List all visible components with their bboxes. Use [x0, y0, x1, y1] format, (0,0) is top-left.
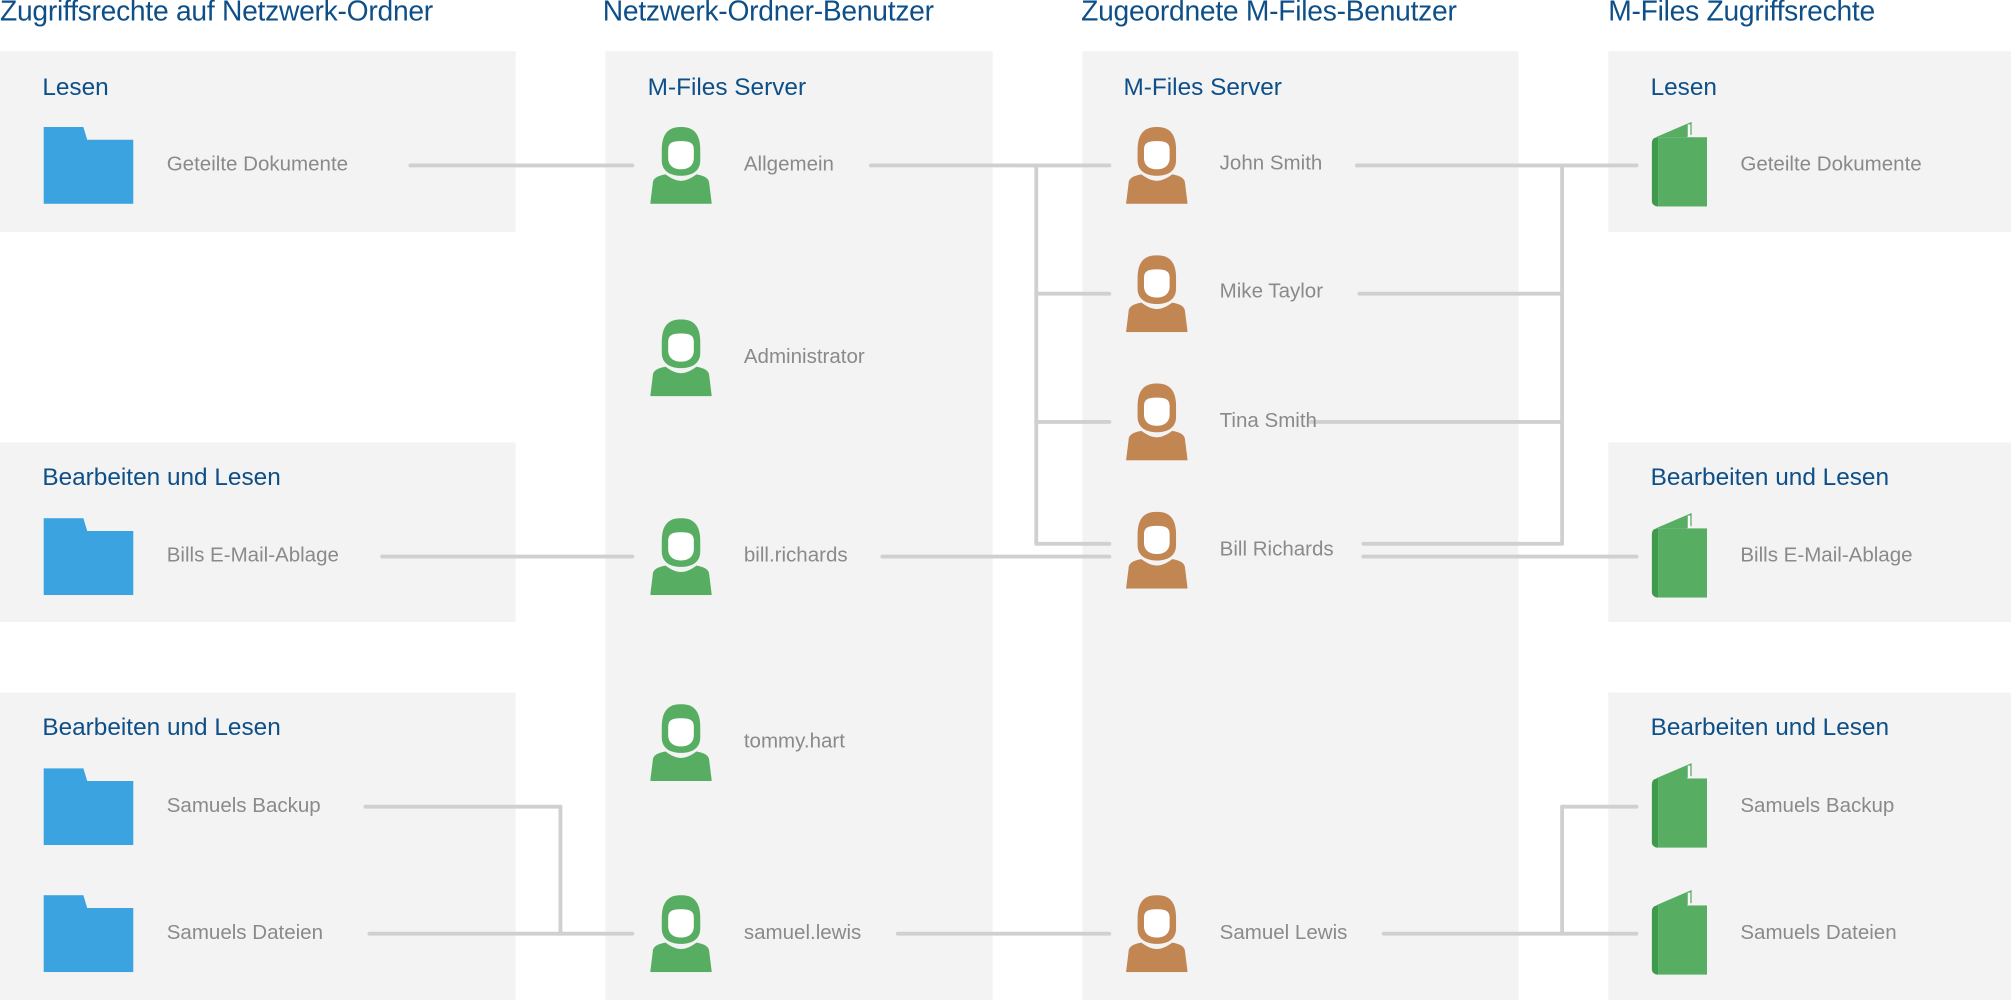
item-label[interactable]: Bill Richards	[1219, 538, 1334, 561]
user-icon	[650, 895, 712, 973]
server-title: M-Files Server	[647, 74, 807, 102]
folder-icon	[43, 768, 134, 846]
user-icon	[650, 319, 712, 397]
item-label[interactable]: samuel.lewis	[743, 922, 862, 944]
group-title: Bearbeiten und Lesen	[42, 714, 281, 742]
user-icon	[650, 704, 712, 782]
group-title: Lesen	[1650, 74, 1717, 102]
folder-icon	[43, 518, 134, 596]
group-title: Bearbeiten und Lesen	[1650, 464, 1890, 492]
item-label[interactable]: Administrator	[743, 346, 865, 369]
user-icon	[1126, 383, 1188, 461]
item-label[interactable]: Geteilte Dokumente	[1740, 153, 1922, 176]
folder-icon	[43, 126, 134, 204]
user-icon	[650, 704, 712, 782]
item-label[interactable]: Geteilte Dokumente	[166, 153, 349, 176]
column-header: Zugeordnete M-Files-Benutzer	[1081, 0, 1457, 27]
folder-icon	[43, 518, 134, 596]
column-header: Netzwerk-Ordner-Benutzer	[602, 0, 934, 27]
user-icon	[650, 518, 712, 596]
server-title: M-Files Server	[1123, 74, 1282, 102]
item-label[interactable]: Samuels Dateien	[166, 922, 323, 944]
book-icon	[1651, 513, 1708, 598]
folder-icon	[43, 126, 134, 204]
user-icon	[1126, 383, 1188, 461]
group-title: Bearbeiten und Lesen	[1650, 714, 1890, 742]
folder-icon	[43, 895, 134, 973]
book-icon	[1651, 890, 1708, 975]
book-icon	[1651, 763, 1708, 848]
book-icon	[1651, 121, 1708, 207]
user-icon	[650, 319, 712, 397]
group-title: Bearbeiten und Lesen	[42, 464, 281, 492]
user-icon	[1126, 255, 1188, 333]
user-icon	[1126, 126, 1188, 204]
book-icon	[1651, 513, 1708, 598]
item-label[interactable]: Bills E-Mail-Ablage	[1740, 545, 1913, 567]
item-label[interactable]: John Smith	[1219, 152, 1323, 175]
item-label[interactable]: Samuels Backup	[1740, 795, 1895, 817]
item-label[interactable]: Bills E-Mail-Ablage	[166, 545, 339, 567]
book-icon	[1651, 121, 1708, 207]
group-title: Lesen	[42, 74, 109, 102]
column-header: Zugriffsrechte auf Netzwerk-Ordner	[0, 0, 433, 27]
item-label[interactable]: bill.richards	[743, 545, 848, 567]
user-icon	[650, 518, 712, 596]
folder-icon	[43, 895, 134, 973]
book-icon	[1651, 890, 1708, 975]
item-label[interactable]: Mike Taylor	[1219, 280, 1324, 303]
column-header: M-Files Zugriffsrechte	[1608, 0, 1875, 27]
user-icon	[650, 126, 712, 204]
item-label[interactable]: Samuels Dateien	[1740, 922, 1897, 944]
user-icon	[1126, 126, 1188, 204]
user-icon	[1126, 511, 1188, 589]
item-label[interactable]: Samuel Lewis	[1219, 922, 1348, 944]
folder-icon	[43, 768, 134, 846]
user-icon	[650, 895, 712, 973]
item-label[interactable]: Allgemein	[743, 153, 834, 176]
user-icon	[1126, 895, 1188, 973]
user-icon	[1126, 255, 1188, 333]
item-label[interactable]: Tina Smith	[1219, 410, 1317, 433]
item-label[interactable]: tommy.hart	[743, 731, 845, 753]
book-icon	[1651, 763, 1708, 848]
item-label[interactable]: Samuels Backup	[166, 795, 321, 817]
user-icon	[1126, 895, 1188, 973]
user-icon	[1126, 511, 1188, 589]
user-icon	[650, 126, 712, 204]
